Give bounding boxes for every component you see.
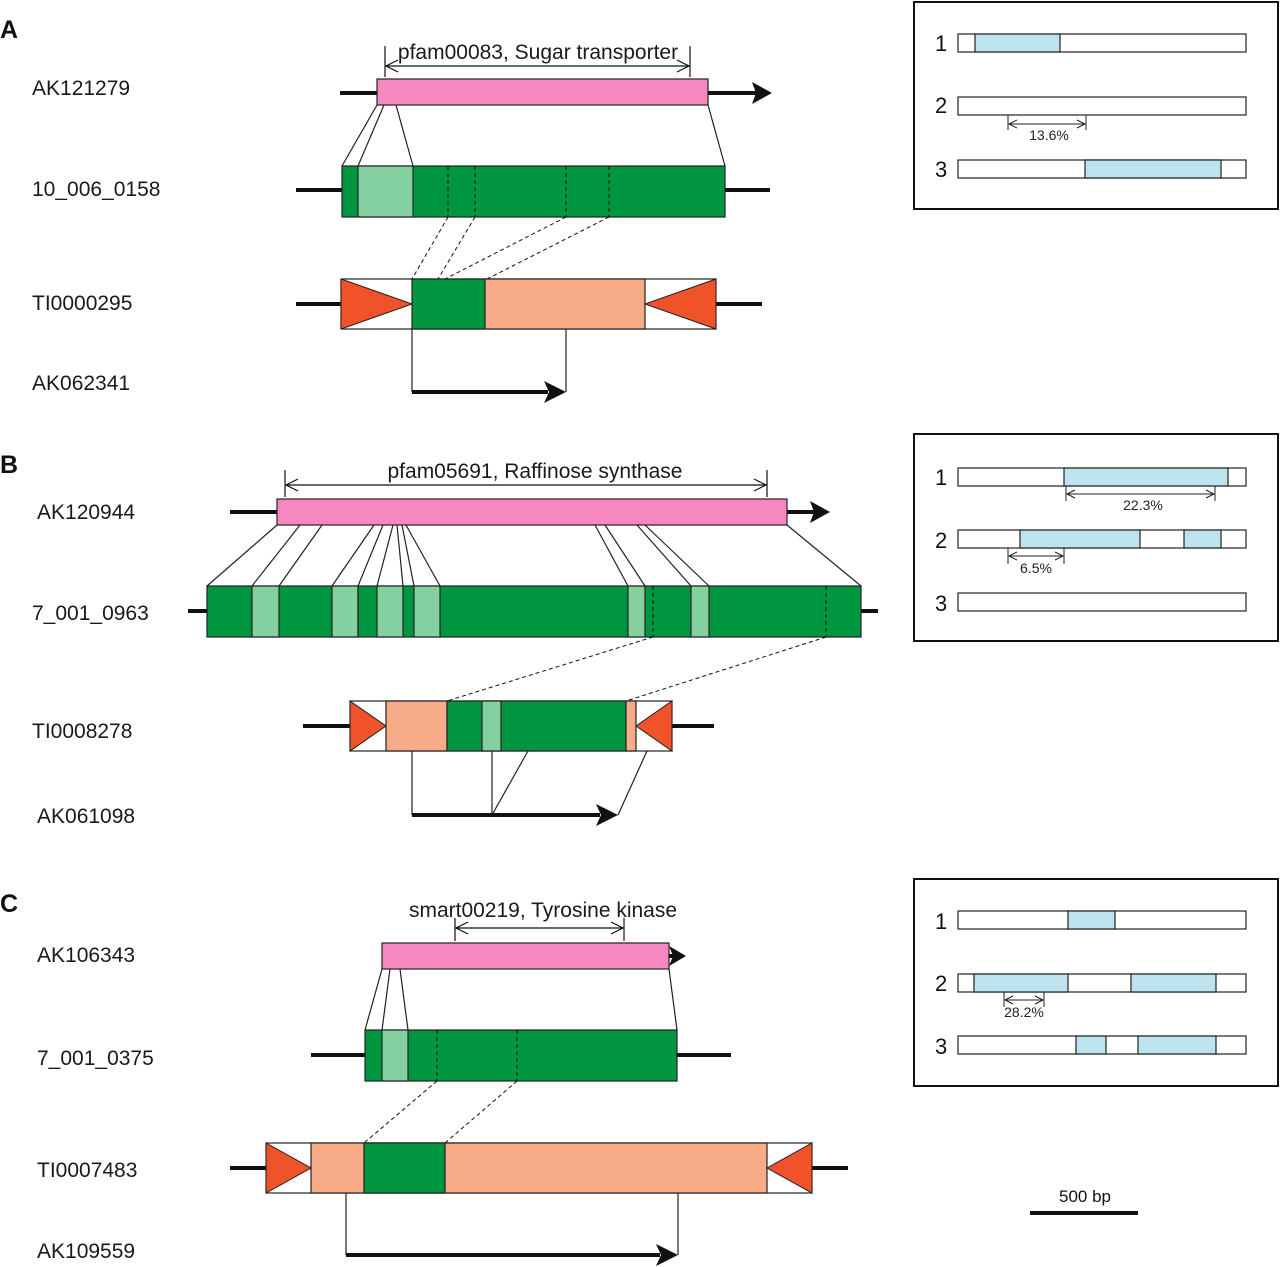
panel-c-inset-row-1-num: 1 — [935, 909, 947, 934]
panel-a-inset-row-3-num: 3 — [935, 157, 947, 182]
panel-a-transcript — [411, 329, 567, 403]
panel-a: A AK121279 pfam00083, Sugar transporter … — [0, 1, 1279, 403]
panel-b-mite-label: TI0008278 — [32, 720, 132, 743]
panel-c-inset: 1 2 28.2% 3 — [913, 878, 1279, 1087]
panel-a-genomic-track — [296, 165, 770, 218]
panel-b-inset: 1 22.3% 2 6.5% 3 — [913, 433, 1279, 642]
panel-a-mite-connectors — [411, 216, 610, 280]
panel-b-inset-pct-1: 22.3% — [1123, 497, 1163, 513]
panel-a-genomic-label: 10_006_0158 — [32, 178, 160, 201]
panel-c-inset-row-2-num: 2 — [935, 971, 947, 996]
panel-a-transcript-label: AK062341 — [32, 372, 130, 395]
panel-b-transcript — [411, 750, 648, 826]
panel-a-inset: 1 2 13.6% 3 — [913, 1, 1279, 210]
panel-c-inset-row-3-num: 3 — [935, 1034, 947, 1059]
panel-a-cdna-connectors — [341, 104, 726, 167]
panel-c-transcript — [345, 1193, 679, 1266]
panel-b-inset-row-2-num: 2 — [935, 528, 947, 553]
panel-b-cdna-box — [276, 498, 788, 526]
panel-b-letter: B — [0, 451, 18, 479]
panel-b-domain-label: pfam05691, Raffinose synthase — [388, 460, 683, 483]
panel-c-letter: C — [0, 890, 18, 918]
panel-c-mite-label: TI0007483 — [37, 1159, 137, 1182]
panel-a-letter: A — [0, 16, 18, 44]
panel-c-mite-connectors — [363, 1080, 518, 1144]
panel-a-domain-label: pfam00083, Sugar transporter — [398, 41, 678, 64]
panel-b-inset-pct-2: 6.5% — [1020, 560, 1052, 576]
panel-c-genomic-label: 7_001_0375 — [37, 1047, 154, 1070]
panel-a-inset-row-1-num: 1 — [935, 31, 947, 56]
panel-b-mite-track — [303, 700, 714, 752]
panel-a-inset-row-2-num: 2 — [935, 93, 947, 118]
panel-c-genomic-track — [311, 1029, 731, 1082]
panel-b-inset-row-3-num: 3 — [935, 591, 947, 616]
panel-c-cdna-track — [381, 942, 686, 970]
panel-c-mite-track — [230, 1142, 848, 1194]
panel-b: B AK120944 pfam05691, Raffinose synthase — [0, 433, 1279, 828]
panel-b-cdna-label: AK120944 — [37, 501, 135, 524]
panel-b-transcript-label: AK061098 — [37, 805, 135, 828]
panel-c-cdna-label: AK106343 — [37, 944, 135, 967]
scale-bar: 500 bp — [1030, 1187, 1138, 1215]
scale-bar-label: 500 bp — [1059, 1187, 1111, 1206]
panel-c-domain-span: smart00219, Tyrosine kinase — [409, 899, 677, 941]
panel-b-genomic-track — [188, 585, 878, 638]
panel-a-cdna-track — [340, 78, 772, 106]
panel-b-cdna-connectors — [206, 524, 862, 587]
panel-c-cdna-connectors — [364, 968, 678, 1031]
panel-c: C AK106343 smart00219, Tyrosine kinase 7… — [0, 878, 1279, 1266]
panel-a-domain-span: pfam00083, Sugar transporter — [384, 41, 691, 77]
panel-b-domain-span: pfam05691, Raffinose synthase — [284, 460, 768, 497]
panel-a-mite-track — [296, 278, 762, 330]
panel-b-mite-connectors — [446, 636, 827, 702]
panel-b-cdna-track — [230, 498, 830, 526]
panel-b-genomic-label: 7_001_0963 — [32, 602, 149, 625]
panel-a-cdna-label: AK121279 — [32, 77, 130, 100]
panel-a-cdna-box — [376, 78, 709, 106]
panel-c-transcript-label: AK109559 — [37, 1240, 135, 1263]
panel-b-inset-row-1-num: 1 — [935, 465, 947, 490]
panel-a-inset-pct: 13.6% — [1029, 127, 1069, 143]
panel-c-domain-label: smart00219, Tyrosine kinase — [409, 899, 677, 922]
panel-c-cdna-box — [381, 942, 670, 970]
panel-a-mite-label: TI0000295 — [32, 292, 132, 315]
panel-c-inset-pct: 28.2% — [1004, 1004, 1044, 1020]
